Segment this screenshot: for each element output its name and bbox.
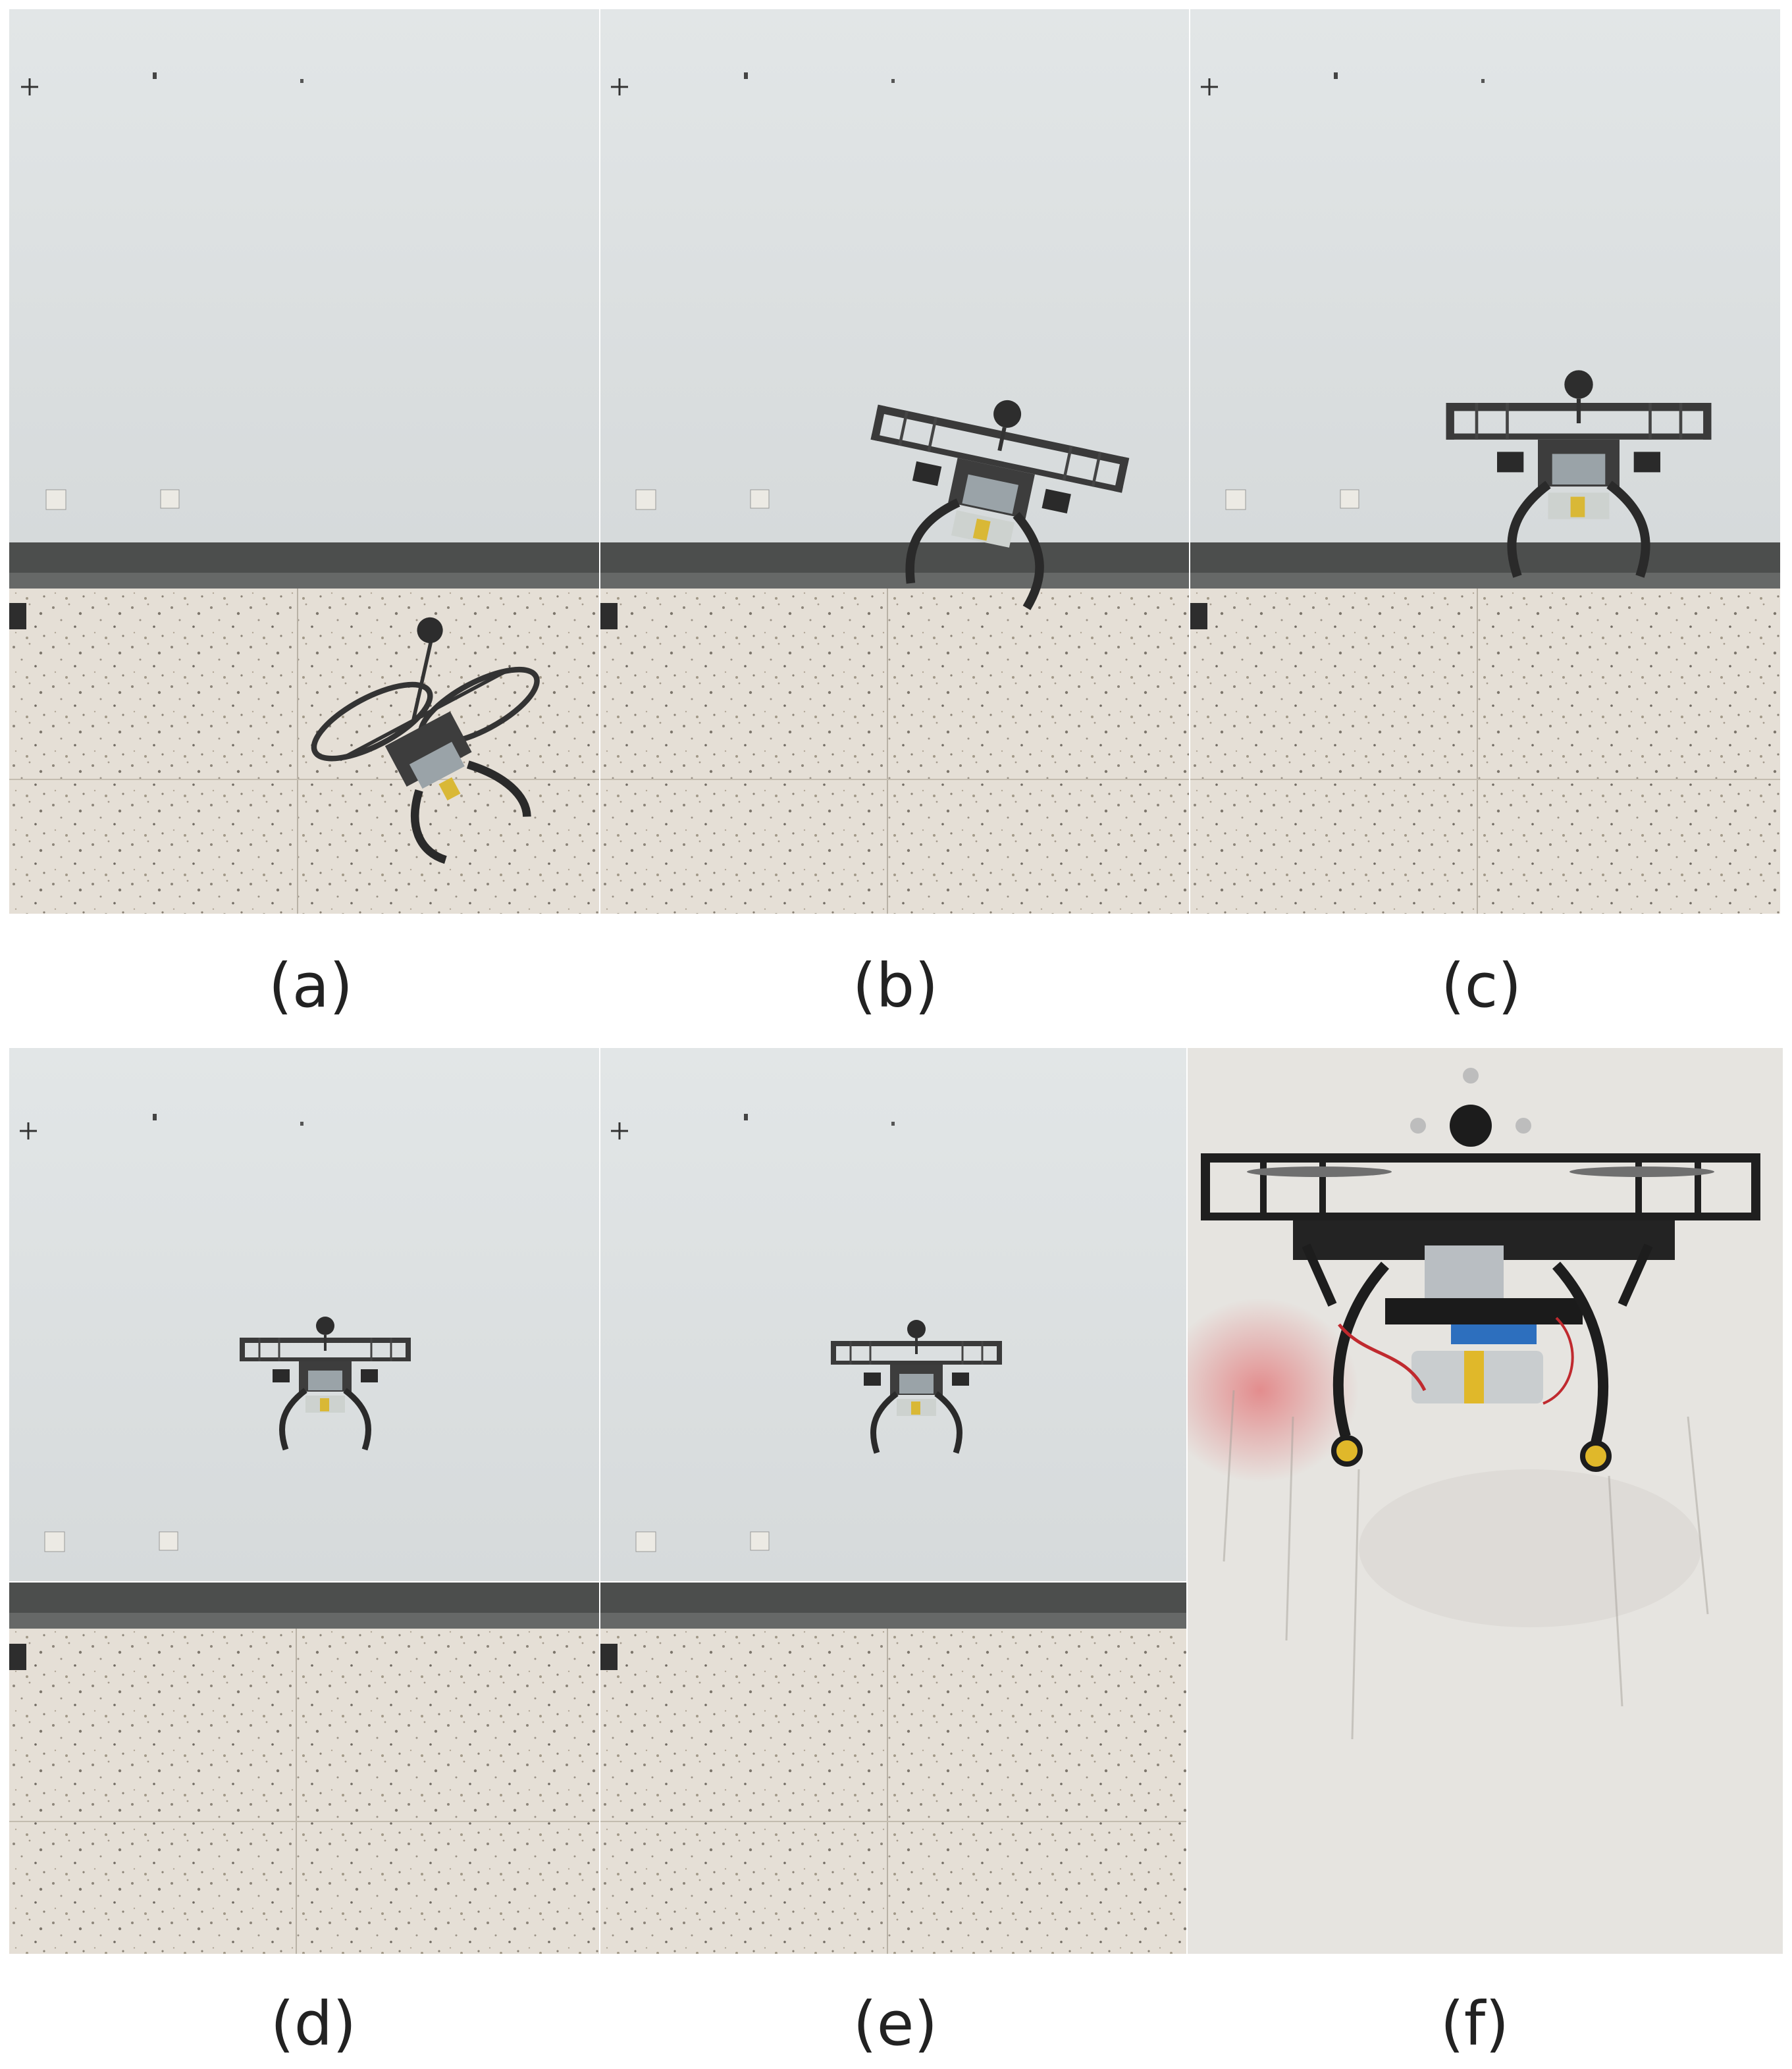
caption-b: (b) <box>852 951 939 1021</box>
photo-panel-d <box>9 1048 599 1954</box>
caption-f: (f) <box>1440 1989 1510 2059</box>
caption-e: (e) <box>853 1989 938 2059</box>
photo-panel-e <box>600 1048 1186 1954</box>
photo-panel-a <box>9 9 599 914</box>
photo-panel-b <box>600 9 1189 914</box>
caption-d: (d) <box>270 1989 357 2059</box>
photo-panel-c <box>1190 9 1780 914</box>
photo-panel-f <box>1188 1048 1783 1954</box>
caption-c: (c) <box>1440 951 1522 1021</box>
caption-a: (a) <box>268 951 354 1021</box>
